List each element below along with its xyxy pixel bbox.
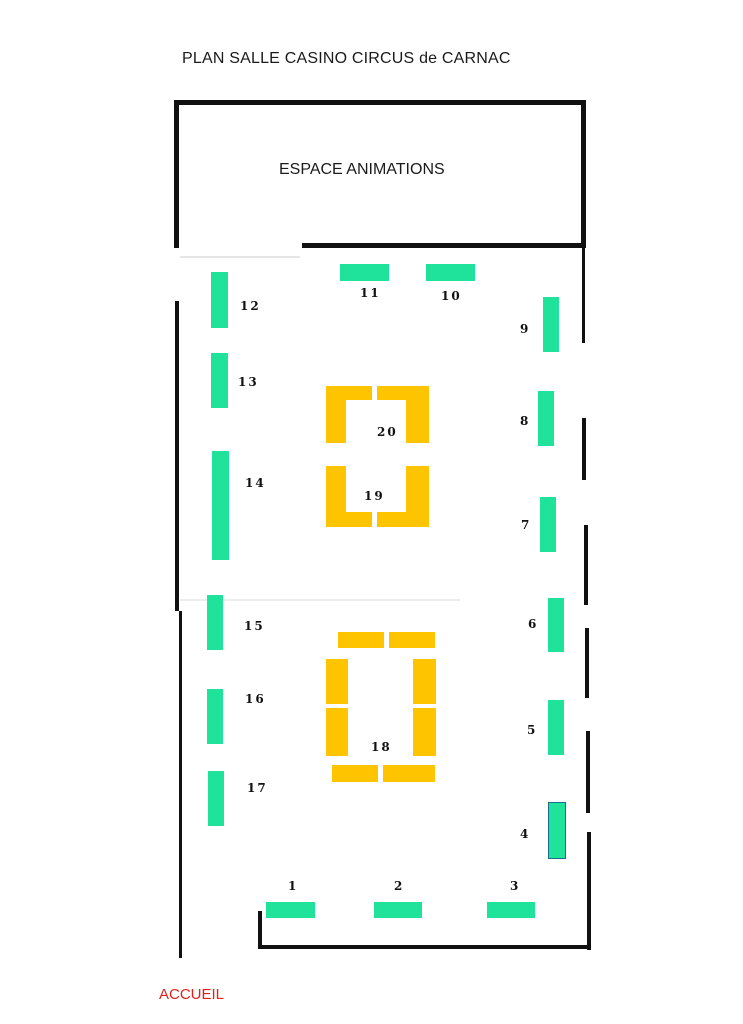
table-1[interactable] — [266, 902, 315, 918]
table-number-6: 6 — [528, 617, 539, 631]
block-segment — [326, 708, 348, 756]
table-number-15: 15 — [244, 619, 265, 633]
block-segment — [406, 386, 429, 443]
table-5[interactable] — [548, 700, 564, 755]
wall-right-segment — [582, 248, 585, 343]
wall-left-upper — [174, 100, 179, 248]
table-number-4: 4 — [520, 827, 531, 841]
table-13[interactable] — [211, 353, 228, 408]
animation-zone-label: ESPACE ANIMATIONS — [279, 161, 445, 178]
wall-right-segment — [586, 731, 590, 813]
wall-bottom-return — [258, 911, 262, 949]
wall-top — [174, 100, 585, 105]
table-17[interactable] — [208, 771, 224, 826]
plan-title: PLAN SALLE CASINO CIRCUS de CARNAC — [182, 50, 511, 67]
table-number-13: 13 — [238, 375, 259, 389]
wall-partition — [302, 243, 585, 248]
table-number-2: 2 — [394, 879, 405, 893]
table-number-20: 20 — [377, 425, 398, 439]
block-segment — [326, 512, 372, 527]
table-number-12: 12 — [240, 299, 261, 313]
wall-bottom — [259, 945, 591, 949]
table-14[interactable] — [212, 451, 229, 560]
table-2[interactable] — [374, 902, 422, 918]
table-number-9: 9 — [520, 322, 531, 336]
table-4[interactable] — [548, 802, 566, 859]
table-number-1: 1 — [288, 879, 299, 893]
block-segment — [332, 765, 378, 782]
table-number-3: 3 — [510, 879, 521, 893]
block-segment — [383, 765, 435, 782]
wall-right-upper — [581, 100, 586, 248]
wall-right-segment — [582, 418, 586, 480]
table-number-14: 14 — [245, 476, 266, 490]
table-11[interactable] — [340, 264, 389, 281]
table-15[interactable] — [207, 595, 223, 650]
wall-left-segment — [179, 611, 182, 958]
wall-left-segment — [175, 301, 179, 611]
table-number-8: 8 — [520, 414, 531, 428]
table-number-5: 5 — [527, 723, 538, 737]
table-16[interactable] — [207, 689, 223, 744]
table-7[interactable] — [540, 497, 556, 552]
block-segment — [326, 466, 346, 527]
table-number-7: 7 — [521, 518, 532, 532]
table-number-16: 16 — [245, 692, 266, 706]
table-9[interactable] — [543, 297, 559, 352]
block-segment — [338, 632, 384, 648]
table-10[interactable] — [426, 264, 475, 281]
table-12[interactable] — [211, 272, 228, 328]
block-segment — [389, 632, 435, 648]
wall-right-segment — [584, 525, 588, 605]
table-3[interactable] — [487, 902, 535, 918]
table-number-10: 10 — [441, 289, 462, 303]
block-segment — [413, 708, 436, 756]
block-segment — [326, 386, 346, 443]
table-8[interactable] — [538, 391, 554, 446]
block-segment — [406, 466, 429, 527]
wall-right-segment — [587, 832, 591, 950]
block-segment — [377, 512, 429, 527]
table-number-19: 19 — [364, 489, 385, 503]
entrance-label: ACCUEIL — [159, 986, 225, 1003]
table-number-11: 11 — [360, 286, 381, 300]
wall-right-segment — [585, 628, 589, 698]
table-number-18: 18 — [371, 740, 392, 754]
block-segment — [326, 659, 348, 704]
table-number-17: 17 — [247, 781, 268, 795]
block-segment — [413, 659, 436, 704]
table-6[interactable] — [548, 598, 564, 652]
